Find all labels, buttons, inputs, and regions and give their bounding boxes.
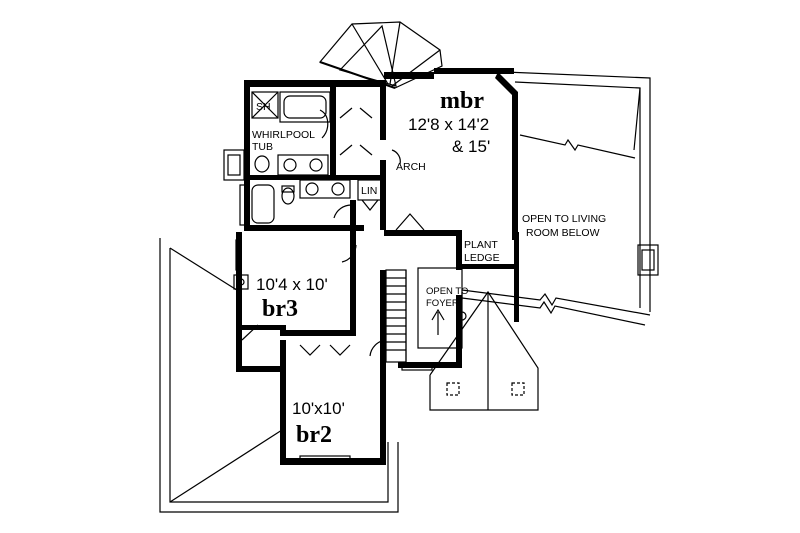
mbr-name: mbr: [440, 88, 484, 114]
mbr-dims-2: & 15': [452, 137, 490, 156]
chimneys: [223, 149, 659, 290]
bath-fixtures: [251, 91, 351, 224]
plant-ledge-label-1: PLANT: [464, 239, 498, 251]
interior-walls: [236, 80, 516, 350]
plant-ledge-label-2: LEDGE: [464, 252, 500, 264]
whirlpool-label: WHIRLPOOL: [252, 129, 315, 141]
open-foyer-label-2: FOYER: [426, 298, 459, 309]
br3-name: br3: [262, 296, 298, 322]
open-foyer-label-1: OPEN TO: [426, 286, 468, 297]
mbr-dims-1: 12'8 x 14'2: [408, 115, 489, 134]
arch-label: ARCH: [396, 161, 426, 173]
stairs: [385, 267, 467, 363]
room-labels: SH WHIRLPOOL TUB ARCH LIN mbr 12'8 x 14'…: [252, 88, 606, 448]
br2-name: br2: [296, 422, 332, 448]
br2-dims: 10'x10': [292, 399, 345, 418]
open-living-label-2: ROOM BELOW: [526, 227, 600, 239]
shower-label: SH: [256, 101, 271, 113]
br3-dims: 10'4 x 10': [256, 275, 328, 294]
bay-window: [318, 21, 443, 89]
tub-label: TUB: [252, 141, 273, 153]
open-living-label-1: OPEN TO LIVING: [522, 213, 606, 225]
doors-closets: [241, 107, 425, 357]
roof-lines: [159, 71, 651, 513]
linen-label: LIN: [361, 185, 377, 197]
window-marks: [235, 239, 433, 463]
